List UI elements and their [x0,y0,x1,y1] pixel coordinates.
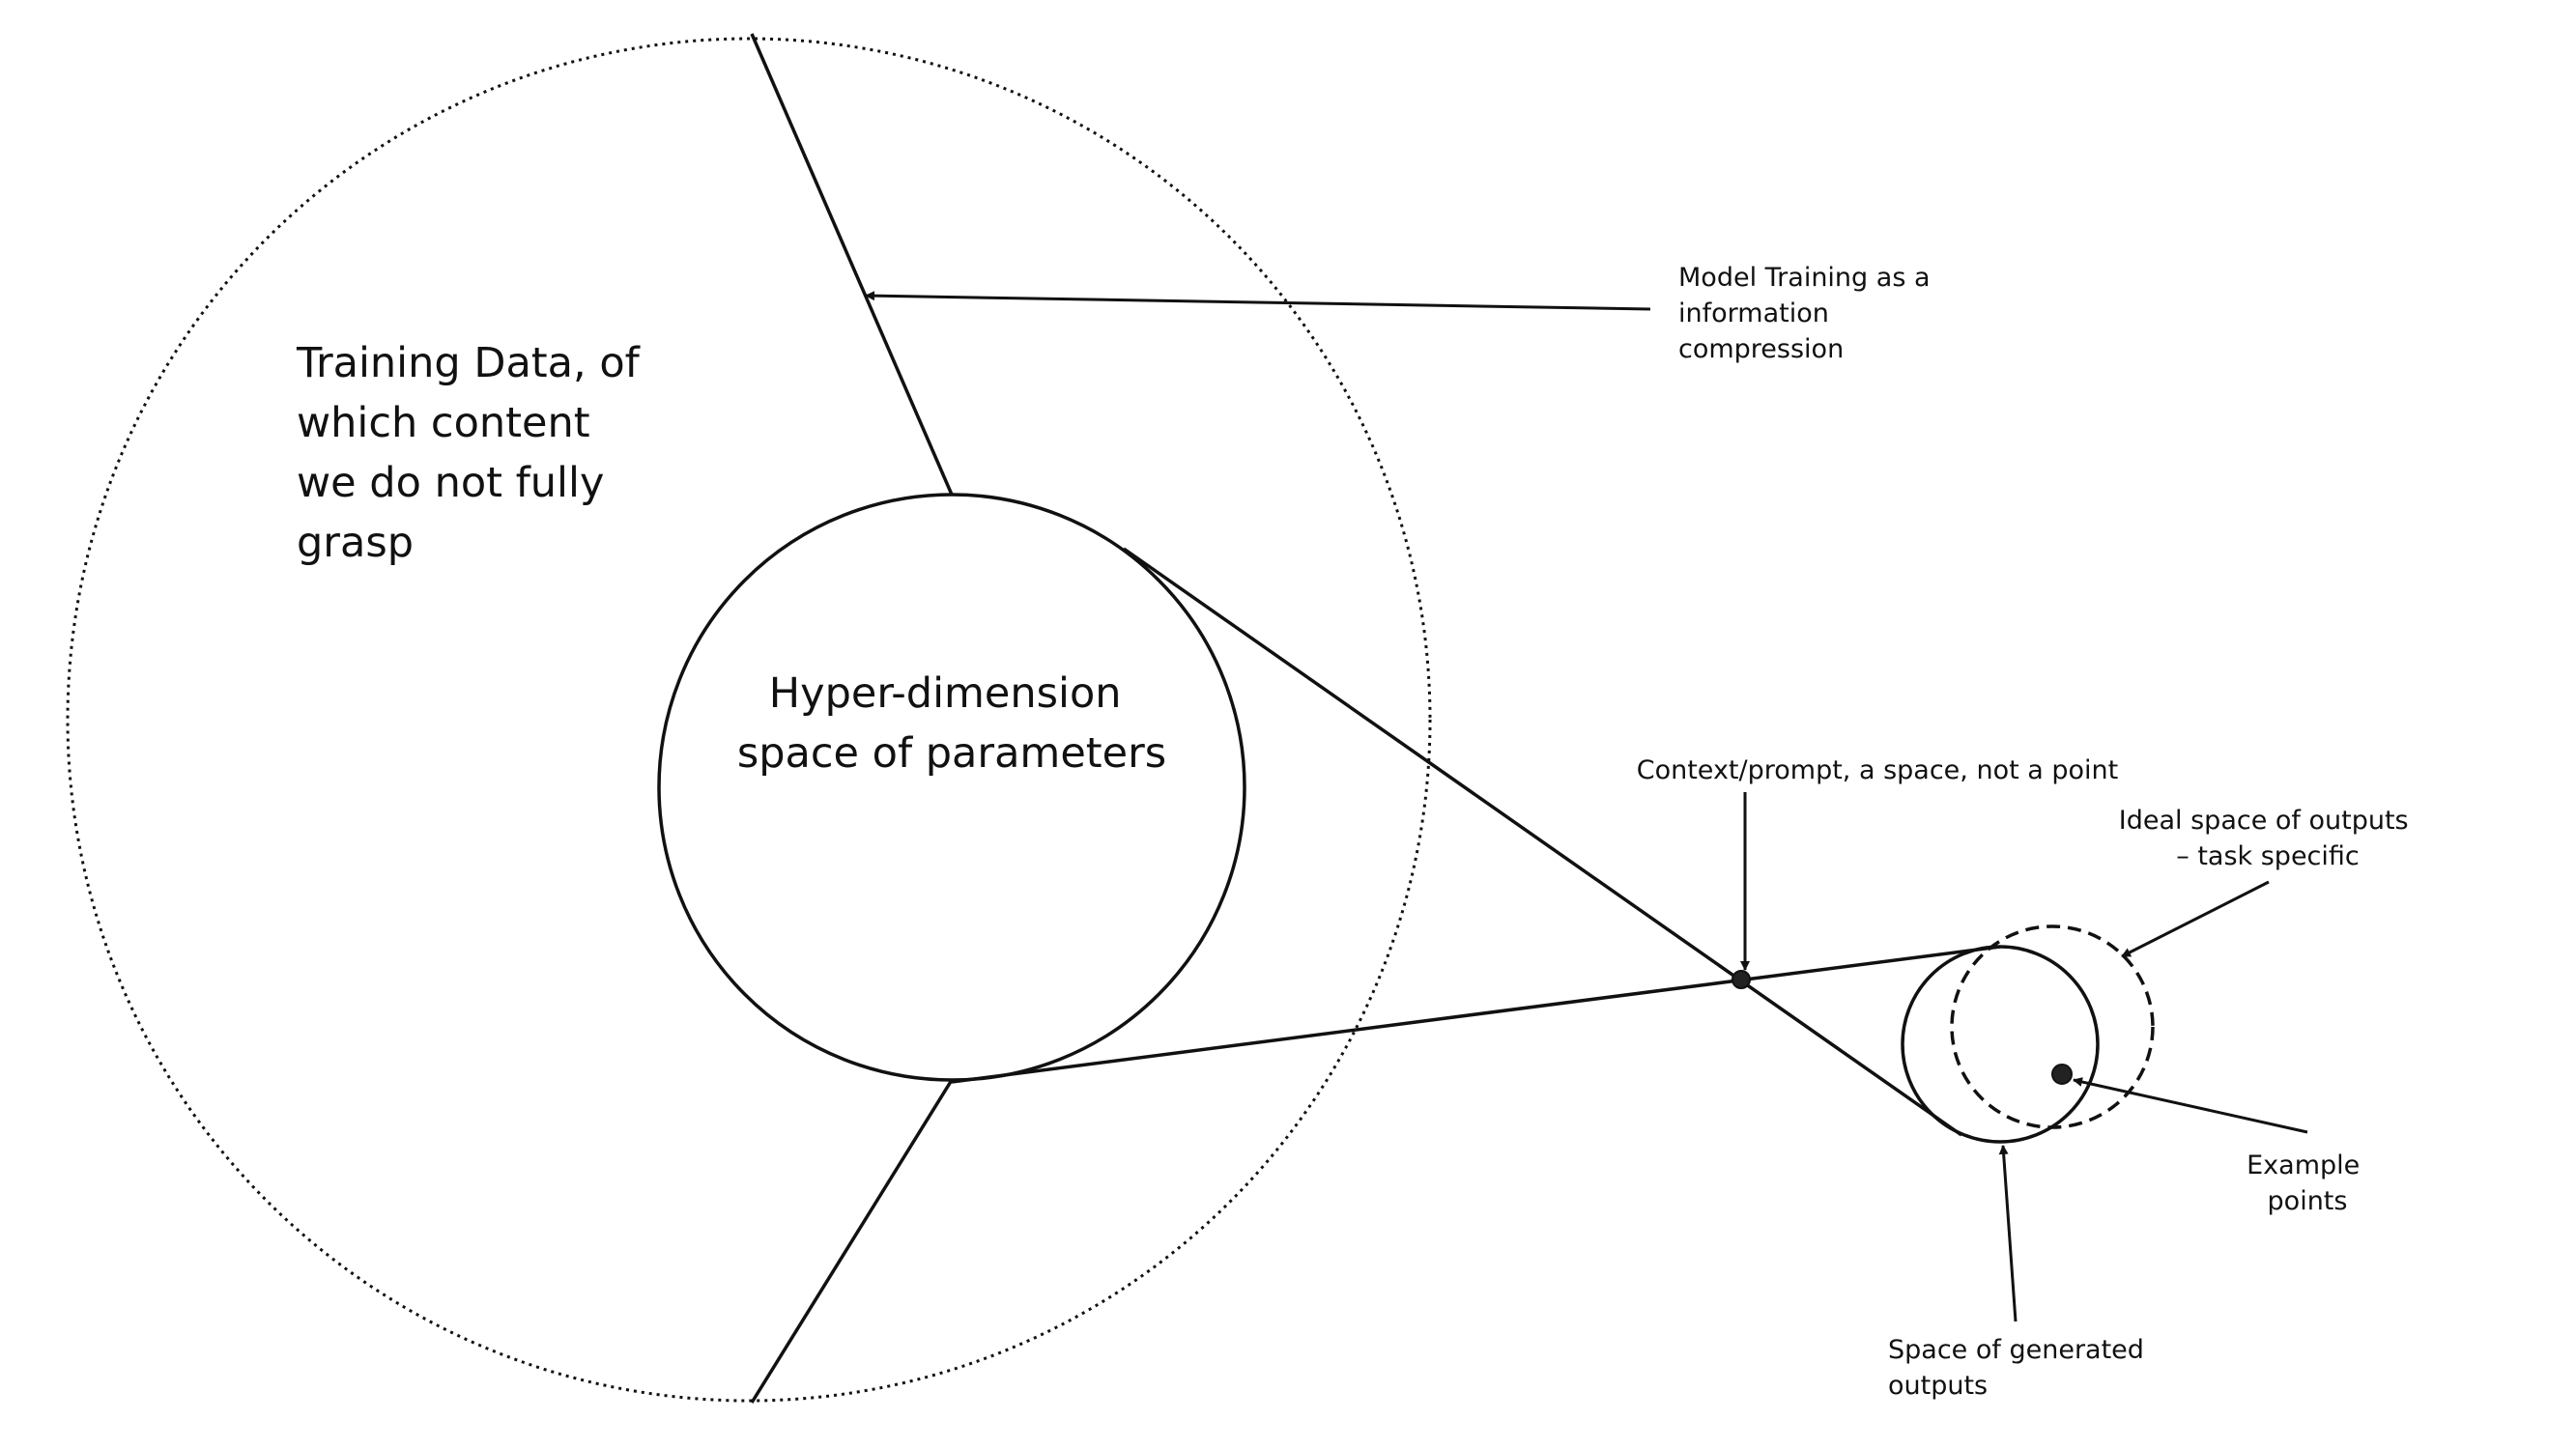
parameter-space-circle [657,493,1246,1082]
context-point [1732,970,1751,989]
compression-line-top [750,33,954,496]
training-data-label: Training Data, of which content we do no… [296,339,652,567]
parameter-space-label: Hyper-dimension space of parameters [737,669,1166,778]
compression-line-bottom [750,1079,954,1404]
parameter-space-line: space of parameters [737,729,1166,778]
ideal-space-arrow [2121,880,2270,958]
generated-outputs-line: Space of generated [1888,1335,2144,1365]
example-point [2051,1064,2073,1085]
ideal-space-line: – task specific [2176,841,2360,871]
training-data-line: which content [297,399,590,447]
training-data-line: we do not fully [297,459,604,507]
model-training-line: information [1678,298,1829,328]
ideal-space-label: Ideal space of outputs – task specific [2119,806,2417,871]
example-points-label: Example points [2247,1151,2368,1216]
training-data-circle [66,37,1432,1403]
context-prompt-label: Context/prompt, a space, not a point [1637,755,2119,785]
model-training-line: Model Training as a [1678,263,1931,293]
training-data-line: grasp [297,519,414,567]
parameter-space-line: Hyper-dimension [769,669,1122,718]
example-points-line: Example [2247,1151,2360,1180]
model-training-label: Model Training as a information compress… [1678,263,1938,364]
projection-line-upper [1122,547,1963,1137]
generated-outputs-circle [1901,945,2100,1144]
example-points-arrow [2073,1077,2308,1134]
model-training-line: compression [1678,334,1844,364]
generated-outputs-line: outputs [1888,1371,1988,1401]
context-prompt-line: Context/prompt, a space, not a point [1637,755,2119,785]
example-points-line: points [2268,1186,2348,1216]
model-training-arrow [865,291,1651,311]
ideal-outputs-circle [1950,924,2155,1129]
training-data-line: Training Data, of [296,339,641,387]
projection-line-lower [951,945,2001,1084]
ideal-space-line: Ideal space of outputs [2119,806,2409,836]
generated-outputs-arrow [1998,1145,2018,1322]
generated-outputs-label: Space of generated outputs [1888,1335,2153,1401]
